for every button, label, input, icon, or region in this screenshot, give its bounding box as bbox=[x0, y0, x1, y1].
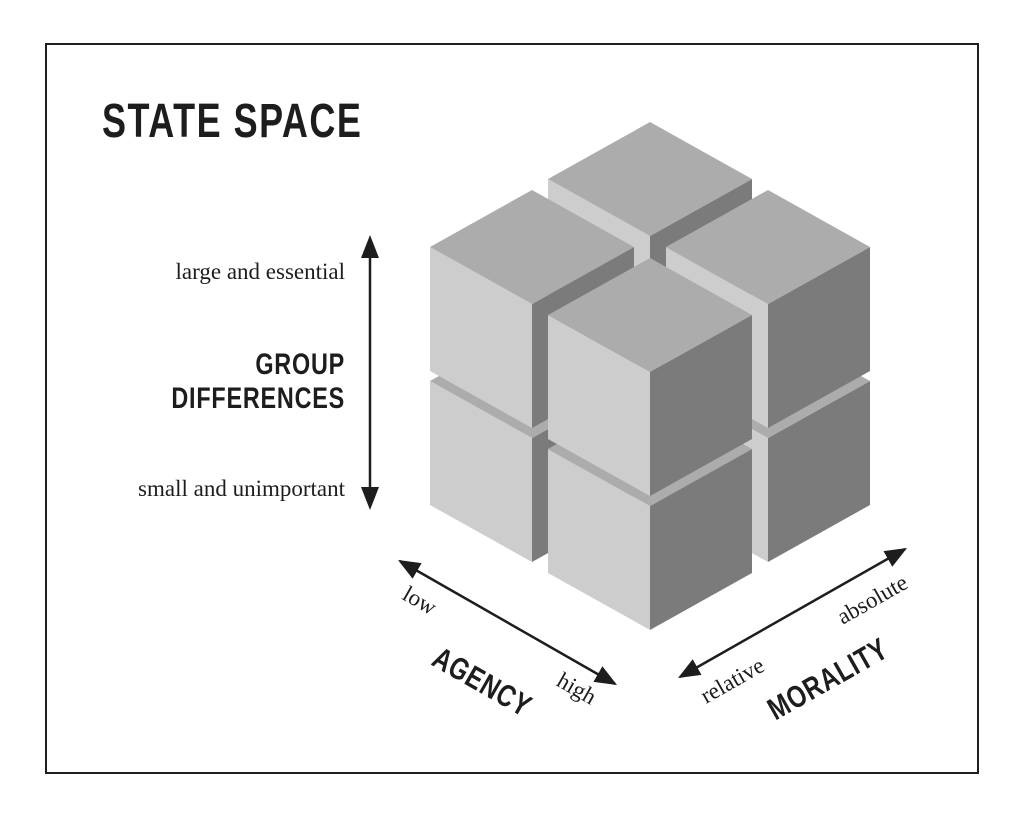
group-differences-label-line1: GROUP bbox=[255, 347, 345, 380]
cube-right-top-right-face bbox=[768, 247, 870, 428]
cube-left-top-left-face bbox=[430, 247, 532, 428]
cube-front-top-left-face bbox=[548, 315, 650, 496]
agency-label: AGENCY bbox=[427, 640, 538, 724]
agency-arrow-high-icon bbox=[593, 666, 617, 685]
cube-left-bottom-left-face bbox=[430, 381, 532, 562]
morality-arrow-relative-icon bbox=[678, 659, 702, 678]
morality-arrow-line bbox=[679, 547, 906, 679]
group-differences-arrow-up-icon bbox=[361, 235, 379, 258]
agency-arrow-line bbox=[399, 559, 616, 686]
morality-arrow-absolute-icon bbox=[883, 548, 907, 567]
morality-max-label: absolute bbox=[833, 570, 912, 630]
cube-right-bottom-right-face bbox=[768, 381, 870, 562]
cube-left-top-top-face bbox=[430, 190, 634, 304]
cube-right-top-top-face bbox=[666, 190, 870, 304]
group-differences-arrow-down-icon bbox=[361, 487, 379, 510]
cube-front-bottom-right-face bbox=[650, 449, 752, 630]
page-title: STATE SPACE bbox=[102, 94, 362, 147]
cube-grid bbox=[430, 122, 870, 630]
figure-border bbox=[45, 43, 979, 774]
group-differences-label-line2: DIFFERENCES bbox=[171, 381, 345, 414]
morality-label: MORALITY bbox=[762, 631, 894, 726]
group-differences-axis: large and essential GROUP DIFFERENCES sm… bbox=[138, 235, 379, 510]
agency-max-label: high bbox=[553, 667, 601, 709]
group-differences-min-label: small and unimportant bbox=[138, 476, 346, 501]
cube-front-bottom-left-face bbox=[548, 449, 650, 630]
group-differences-max-label: large and essential bbox=[176, 259, 345, 284]
cube-front-top-top-face bbox=[548, 258, 752, 372]
cube-back-top-top-face bbox=[548, 122, 752, 236]
agency-min-label: low bbox=[399, 581, 442, 620]
cube-front-top-right-face bbox=[650, 315, 752, 496]
agency-arrow-low-icon bbox=[398, 560, 422, 579]
